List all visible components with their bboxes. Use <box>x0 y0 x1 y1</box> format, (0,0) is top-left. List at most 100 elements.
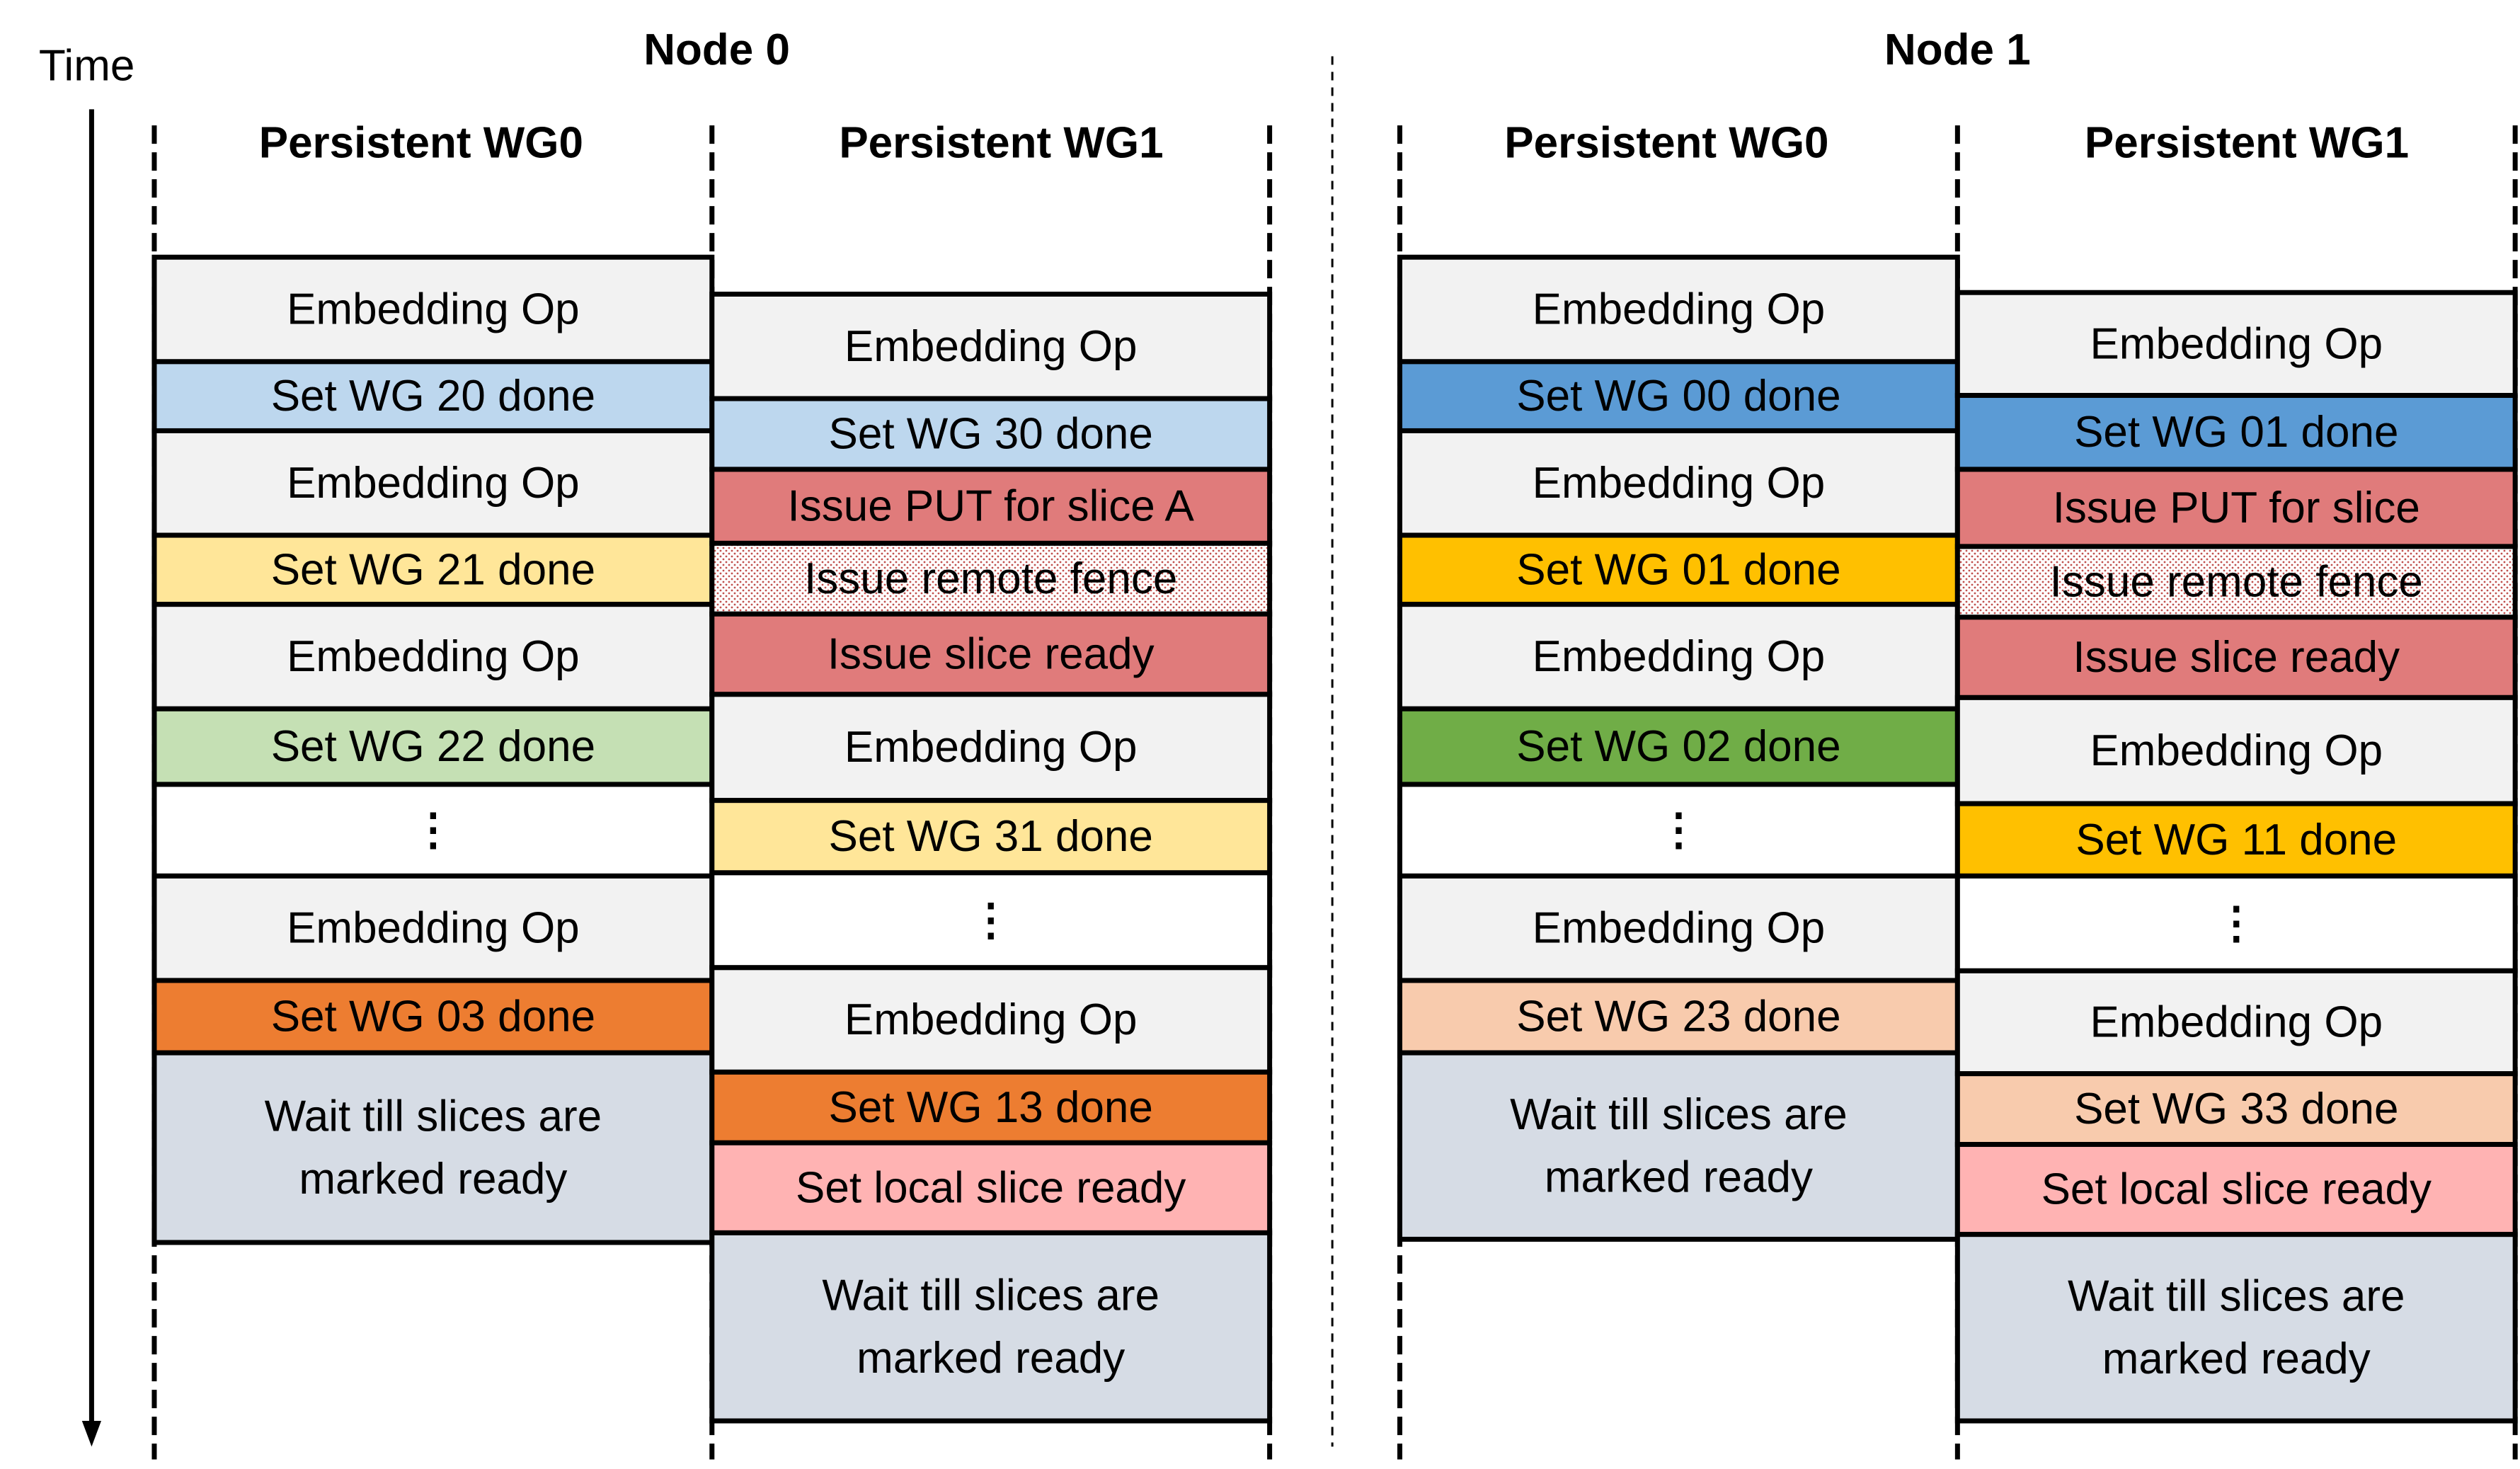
block-set-wg-00-done: Set WG 00 done <box>1397 359 1960 433</box>
block-box <box>709 540 1273 617</box>
block-label: Set WG 02 done <box>1516 722 1840 771</box>
block-label: Set WG 13 done <box>829 1083 1153 1132</box>
block-embedding-op: Embedding Op <box>1397 254 1960 365</box>
block-embedding-op: Embedding Op <box>151 873 715 983</box>
block-wait-till-slices-are-marked-ready: Wait till slices are marked ready <box>1954 1232 2518 1424</box>
block-label: Set local slice ready <box>796 1163 1186 1212</box>
block-label: Set WG 31 done <box>829 812 1153 861</box>
column-title: Persistent WG1 <box>839 119 1163 168</box>
block-label: Embedding Op <box>1533 459 1826 508</box>
block-label: Embedding Op <box>287 632 580 681</box>
block-label: Issue remote fence <box>804 554 1177 603</box>
block-box <box>1397 1050 1960 1242</box>
block-set-wg-21-done: Set WG 21 done <box>151 532 715 607</box>
block-label: Embedding Op <box>1533 632 1826 681</box>
block-label: Embedding Op <box>844 995 1138 1044</box>
block-box <box>1397 428 1960 538</box>
block-set-wg-30-done: Set WG 30 done <box>709 396 1273 472</box>
block-box <box>709 396 1273 472</box>
block-set-wg-02-done: Set WG 02 done <box>1397 706 1960 787</box>
block-label: Embedding Op <box>1533 285 1826 334</box>
block-box <box>709 611 1273 697</box>
block-label: Set WG 20 done <box>271 372 595 421</box>
block-label: marked ready <box>2102 1334 2371 1383</box>
block-box <box>151 873 715 983</box>
block-set-wg-01-done: Set WG 01 done <box>1954 393 2518 472</box>
block-box <box>1954 1232 2518 1424</box>
block-box <box>709 870 1273 971</box>
block-label: Embedding Op <box>844 322 1138 371</box>
block-label: Set WG 33 done <box>2074 1085 2398 1133</box>
block-label: Set WG 23 done <box>1516 993 1840 1041</box>
block-label: Embedding Op <box>287 904 580 953</box>
column-title: Persistent WG0 <box>1504 119 1828 168</box>
block-embedding-op: Embedding Op <box>1954 290 2518 399</box>
block-box <box>709 965 1273 1075</box>
block-label: Issue slice ready <box>827 630 1155 679</box>
block-label: Embedding Op <box>2090 998 2383 1046</box>
block-set-wg-13-done: Set WG 13 done <box>709 1069 1273 1145</box>
block-set-local-slice-ready: Set local slice ready <box>1954 1142 2518 1237</box>
block-label: ⋮ <box>411 806 455 854</box>
block-box <box>1954 544 2518 620</box>
block-ellipsis: ⋮ <box>709 870 1273 971</box>
block-label: Issue remote fence <box>2050 557 2423 606</box>
block-label: ⋮ <box>969 896 1013 944</box>
block-embedding-op: Embedding Op <box>1954 968 2518 1077</box>
block-set-wg-01-done: Set WG 01 done <box>1397 532 1960 607</box>
node-title: Node 0 <box>643 25 790 74</box>
block-label: Set WG 30 done <box>829 410 1153 459</box>
block-set-wg-31-done: Set WG 31 done <box>709 798 1273 876</box>
column-title: Persistent WG0 <box>259 119 583 168</box>
block-issue-slice-ready: Issue slice ready <box>709 611 1273 697</box>
block-ellipsis: ⋮ <box>1397 782 1960 879</box>
block-label: Issue PUT for slice <box>2053 484 2420 532</box>
block-embedding-op: Embedding Op <box>1397 873 1960 983</box>
block-set-wg-22-done: Set WG 22 done <box>151 706 715 787</box>
block-label: Set local slice ready <box>2041 1165 2432 1214</box>
block-embedding-op: Embedding Op <box>709 291 1273 401</box>
block-embedding-op: Embedding Op <box>1954 695 2518 806</box>
block-set-local-slice-ready: Set local slice ready <box>709 1140 1273 1235</box>
block-box <box>709 467 1273 546</box>
block-label: Wait till slices are <box>822 1271 1159 1320</box>
node-title: Node 1 <box>1884 25 2031 74</box>
block-label: Set WG 00 done <box>1516 372 1840 421</box>
block-box <box>1954 467 2518 549</box>
block-wait-till-slices-are-marked-ready: Wait till slices are marked ready <box>709 1230 1273 1424</box>
block-label: ⋮ <box>2214 899 2258 948</box>
block-label: Set WG 03 done <box>271 993 595 1041</box>
block-set-wg-11-done: Set WG 11 done <box>1954 801 2518 879</box>
block-label: marked ready <box>857 1334 1125 1383</box>
block-label: Issue slice ready <box>2073 633 2400 682</box>
block-issue-remote-fence: Issue remote fence <box>709 540 1273 617</box>
block-label: Embedding Op <box>1533 904 1826 953</box>
column-title: Persistent WG1 <box>2085 119 2409 168</box>
block-box <box>1397 978 1960 1056</box>
block-embedding-op: Embedding Op <box>151 254 715 365</box>
block-label: Embedding Op <box>287 459 580 508</box>
block-issue-put-for-slice: Issue PUT for slice <box>1954 467 2518 549</box>
block-box <box>1954 290 2518 399</box>
time-axis-arrowhead <box>81 1421 102 1447</box>
block-label: Embedding Op <box>2090 726 2383 775</box>
block-box <box>151 978 715 1056</box>
block-label: Wait till slices are <box>265 1092 602 1141</box>
block-embedding-op: Embedding Op <box>1397 428 1960 538</box>
block-label: Embedding Op <box>844 723 1138 772</box>
block-issue-put-for-slice-a: Issue PUT for slice A <box>709 467 1273 546</box>
block-embedding-op: Embedding Op <box>709 965 1273 1075</box>
time-axis-label: Time <box>39 42 134 91</box>
block-label: Set WG 01 done <box>2074 408 2398 457</box>
block-label: Wait till slices are <box>2068 1272 2405 1321</box>
block-set-wg-20-done: Set WG 20 done <box>151 359 715 433</box>
block-embedding-op: Embedding Op <box>151 602 715 711</box>
block-embedding-op: Embedding Op <box>1397 602 1960 711</box>
block-box <box>1954 873 2518 973</box>
block-box <box>1954 393 2518 472</box>
block-ellipsis: ⋮ <box>151 782 715 879</box>
block-label: Issue PUT for slice A <box>788 482 1195 531</box>
block-label: Wait till slices are <box>1510 1090 1848 1139</box>
